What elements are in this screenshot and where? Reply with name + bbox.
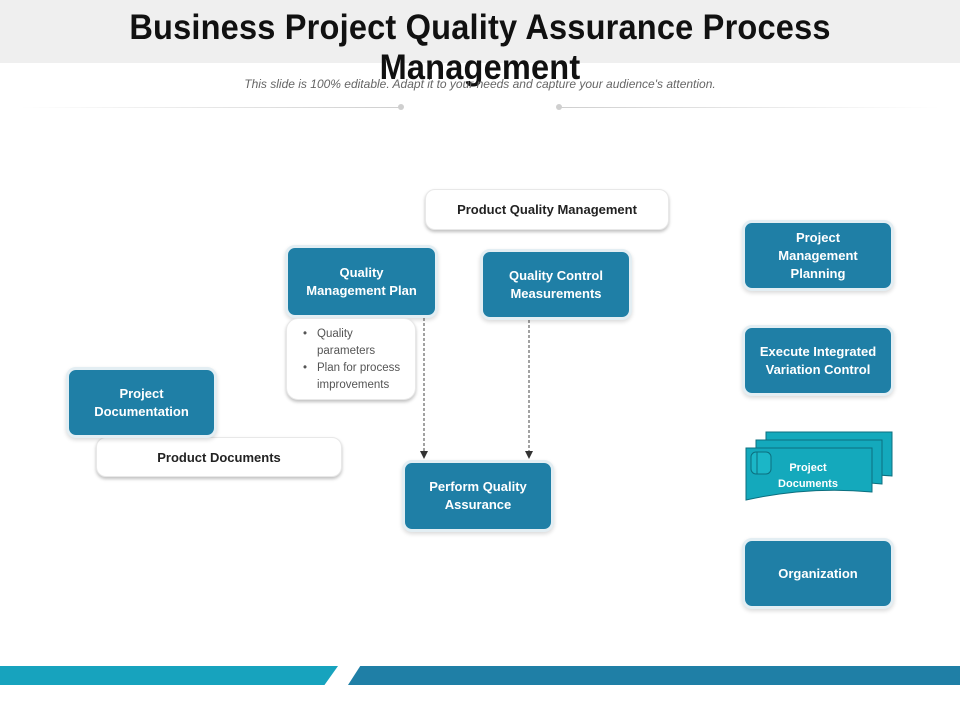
divider-dot-right xyxy=(556,104,562,110)
product-quality-management-box: Product Quality Management xyxy=(425,189,669,230)
project-documents-label: Project Documents xyxy=(778,462,838,490)
bullet-item: Plan for process improvements xyxy=(303,360,407,394)
divider-right xyxy=(560,107,940,108)
title-bar xyxy=(0,0,960,63)
quality-management-plan-box: Quality Management Plan xyxy=(285,245,438,318)
footer-bar-left xyxy=(0,666,338,685)
execute-integrated-variation-control-box: Execute Integrated Variation Control xyxy=(742,325,894,396)
plan-bullets-box: Quality parameters Plan for process impr… xyxy=(286,318,416,400)
quality-control-measurements-box: Quality Control Measurements xyxy=(480,249,632,320)
page-title: Business Project Quality Assurance Proce… xyxy=(129,8,831,87)
divider-left xyxy=(20,107,400,108)
footer-bar-right xyxy=(348,666,960,685)
perform-quality-assurance-box: Perform Quality Assurance xyxy=(402,460,554,532)
project-documentation-box: Project Documentation xyxy=(66,367,217,438)
project-management-planning-box: Project Management Planning xyxy=(742,220,894,291)
product-documents-box: Product Documents xyxy=(96,437,342,477)
page-subtitle: This slide is 100% editable. Adapt it to… xyxy=(244,77,716,91)
bullet-item: Quality parameters xyxy=(303,326,407,360)
organization-box: Organization xyxy=(742,538,894,609)
divider-dot-left xyxy=(398,104,404,110)
